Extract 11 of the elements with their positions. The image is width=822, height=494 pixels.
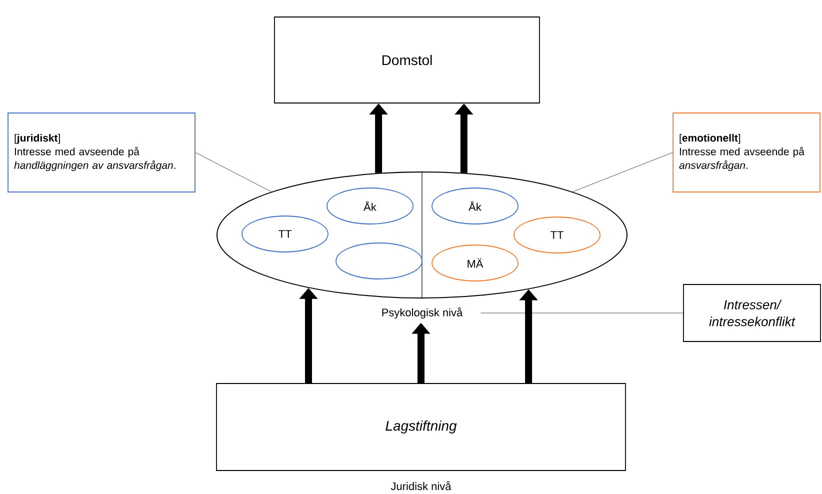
callout-box: [juridiskt] Intresse med avseende på handläggningen av ansvarsfrågan. [8, 112, 196, 192]
actor-ellipse [336, 242, 422, 280]
level-label: Psykologisk nivå [382, 307, 463, 319]
note-box: Intressen/ intressekonflikt [683, 284, 821, 342]
leader-line [195, 152, 272, 192]
level-label: Juridisk nivå [390, 481, 452, 490]
leader-line [572, 152, 673, 192]
law-box: Lagstiftning [216, 383, 626, 471]
callout-box: [emotionellt] Intresse med avseende på ansvarsfrågan. [672, 112, 820, 192]
court-box: Domstol [274, 16, 540, 104]
leader-line [480, 312, 684, 314]
